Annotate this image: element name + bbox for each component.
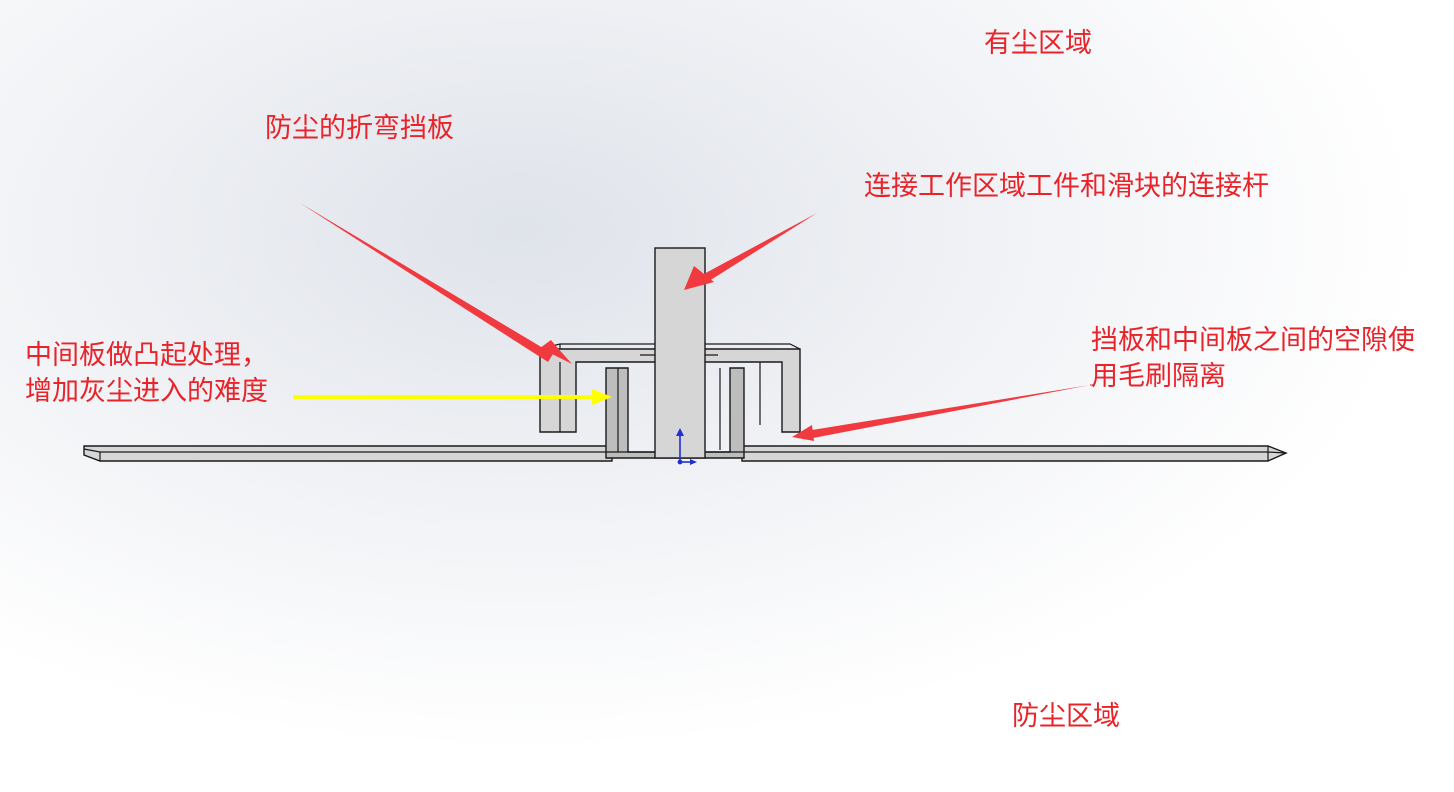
arrow-to-middle-plate xyxy=(293,389,612,405)
arrow-to-connecting-rod xyxy=(684,213,817,290)
rail-right xyxy=(741,445,1288,462)
rail-left-bevel xyxy=(83,448,612,461)
bent-baffle-label: 防尘的折弯挡板 xyxy=(265,113,454,144)
gap-brush-label-line2: 用毛刷隔离 xyxy=(1091,361,1226,392)
arrow-to-bent-baffle xyxy=(300,203,572,364)
coordinate-triad-icon xyxy=(676,428,697,465)
gap-brush-label-line1: 挡板和中间板之间的空隙使 xyxy=(1091,325,1415,356)
dust-zone-label: 有尘区域 xyxy=(984,28,1092,59)
rail-left xyxy=(83,445,613,462)
connecting-rod-label: 连接工作区域工件和滑块的连接杆 xyxy=(864,171,1269,202)
arrow-to-gap-brush xyxy=(792,384,1095,441)
dust-free-zone-label: 防尘区域 xyxy=(1012,701,1120,732)
gap-brush-label: 挡板和中间板之间的空隙使 用毛刷隔离 xyxy=(1091,323,1415,395)
middle-plate-label-line1: 中间板做凸起处理， xyxy=(25,340,268,371)
middle-plate-label-line2: 增加灰尘进入的难度 xyxy=(25,376,268,407)
middle-plate-label: 中间板做凸起处理， 增加灰尘进入的难度 xyxy=(25,338,268,410)
rail-right-bevel xyxy=(742,446,1287,461)
middle-plate-raised xyxy=(605,367,745,459)
